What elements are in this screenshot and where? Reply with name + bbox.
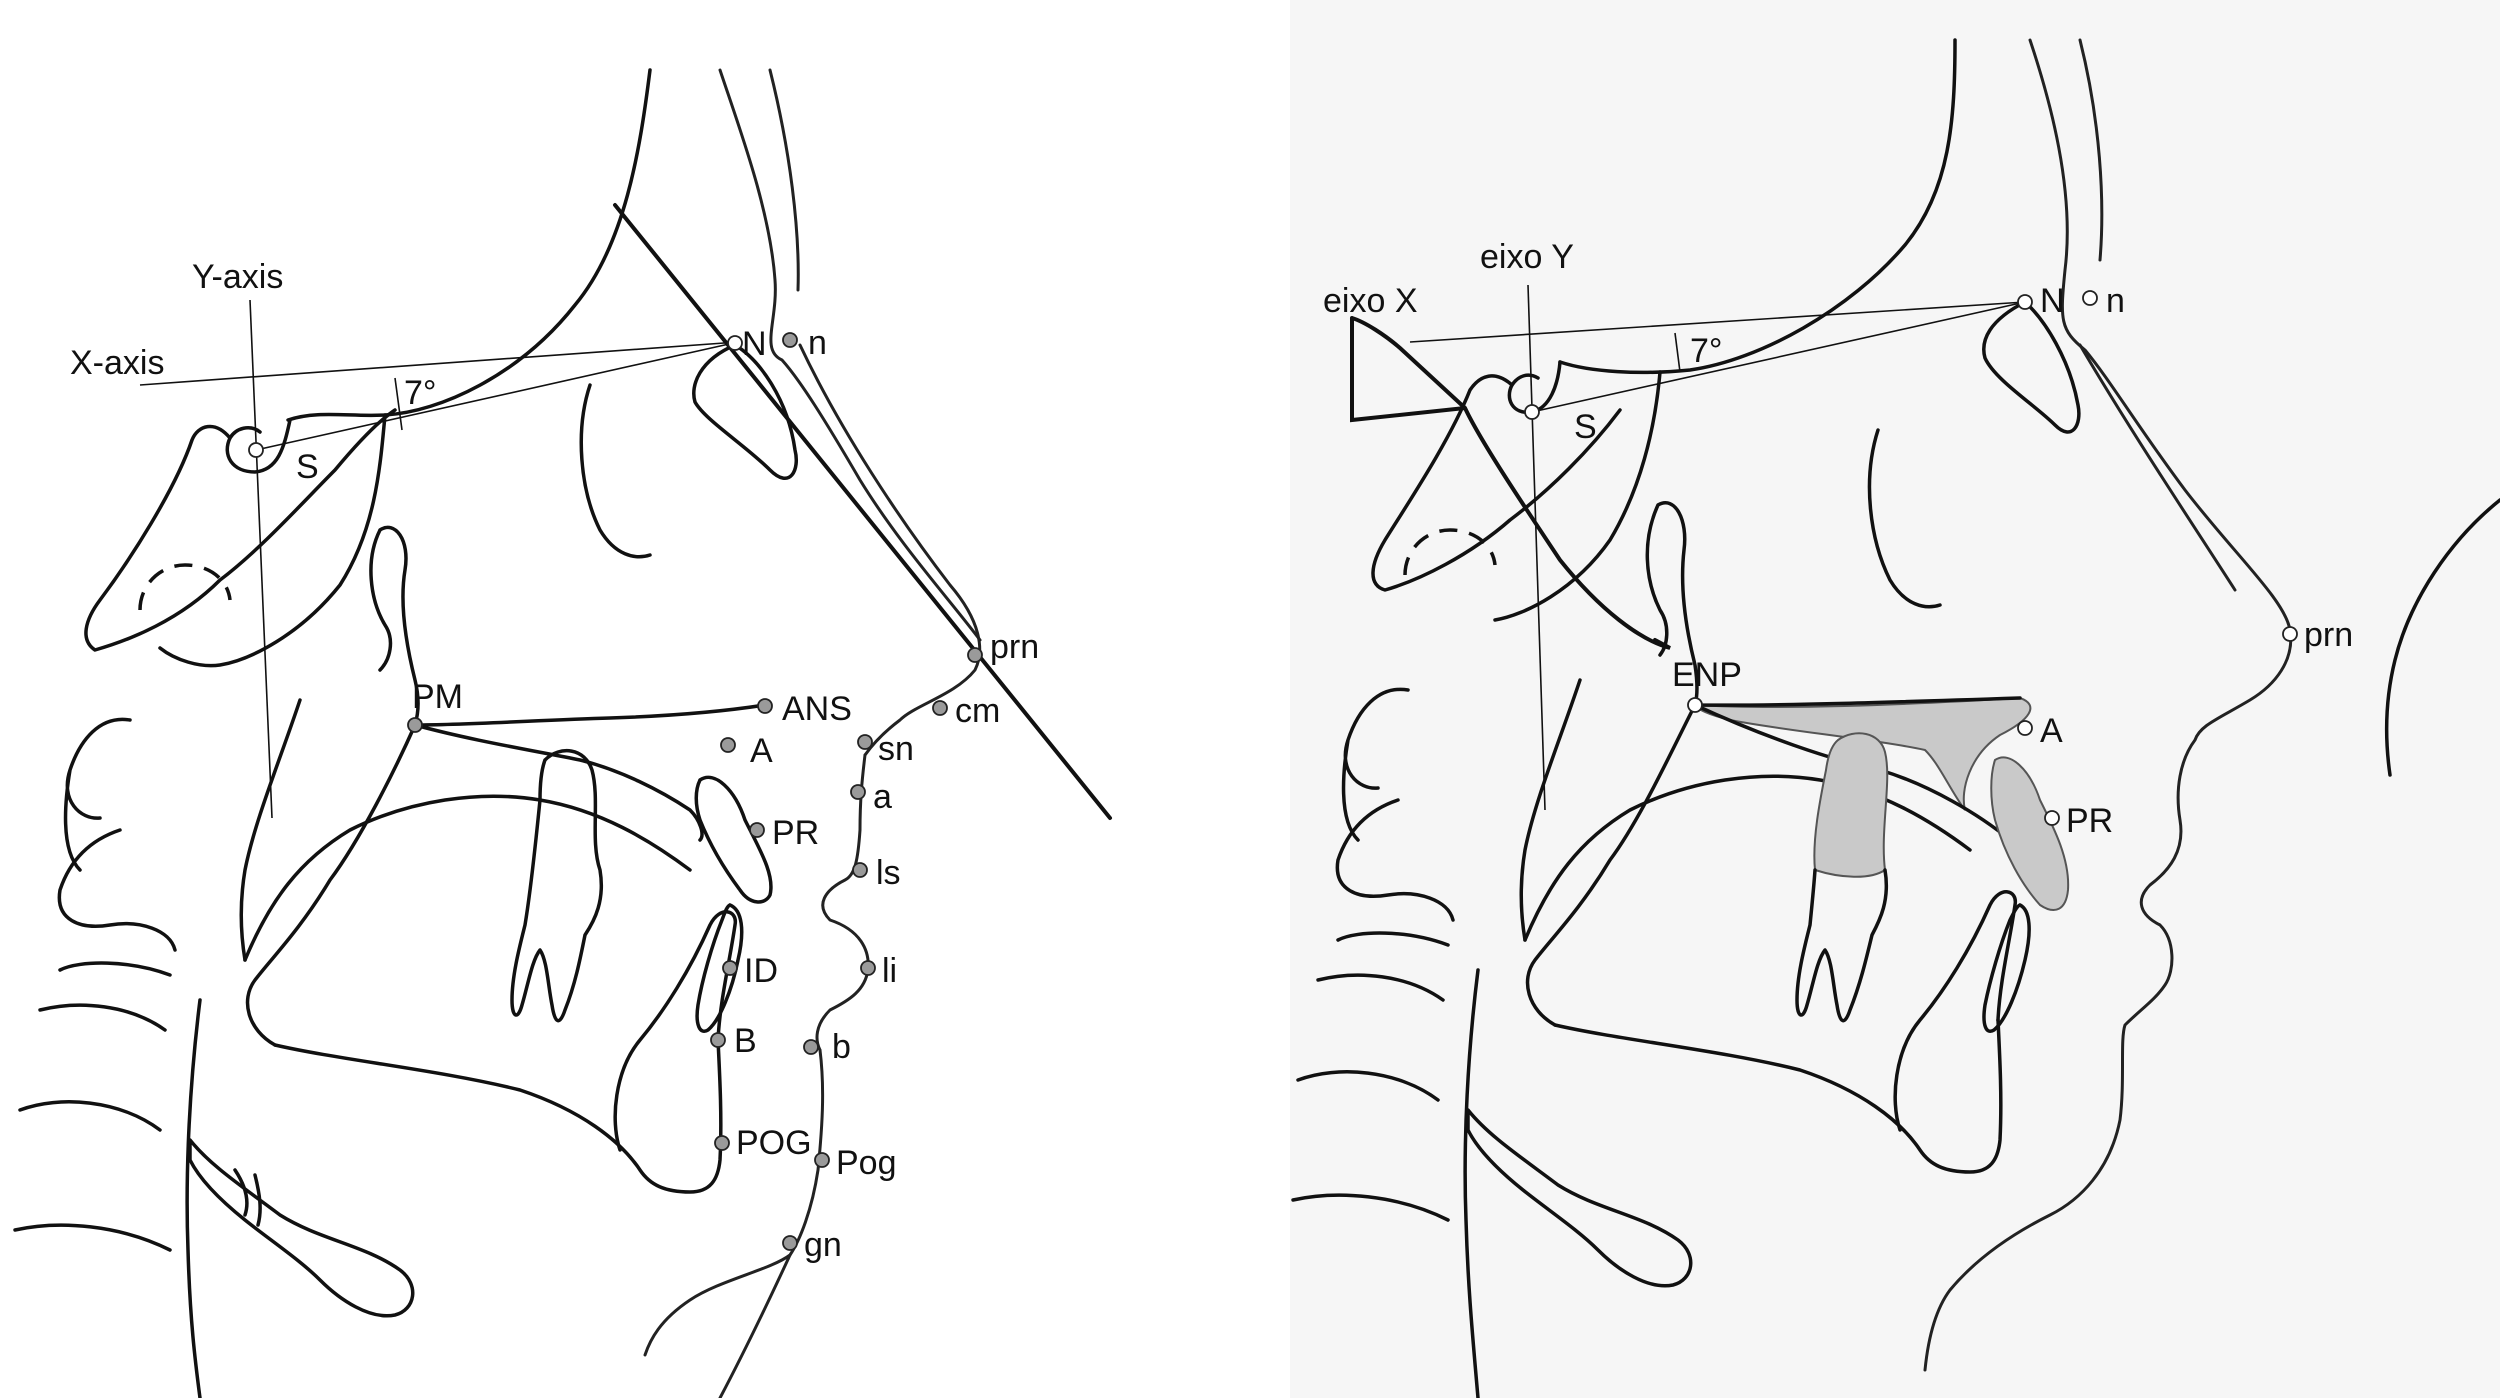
left-frontal-bone-outline (288, 70, 650, 420)
left-point-B (711, 1033, 725, 1047)
left-chin-profile (645, 1050, 823, 1355)
left-label-ID: ID (744, 952, 778, 990)
left-spine-line (187, 1000, 200, 1398)
left-label-ls: ls (876, 854, 901, 892)
left-mandible-inner (245, 796, 690, 960)
left-point-b (804, 1040, 818, 1054)
right-label-n: n (2106, 282, 2125, 320)
left-cephalometric-tracing: Y-axis X-axis 7° S N n prn cm ANS PM A s… (15, 70, 1110, 1398)
left-label-A: A (750, 732, 773, 770)
left-pterygoid (371, 527, 418, 725)
left-molar-tooth (512, 751, 601, 1021)
left-label-sn: sn (878, 730, 914, 768)
left-point-cm (933, 701, 947, 715)
right-label-S: S (1574, 408, 1597, 446)
left-label-gn: gn (804, 1226, 842, 1264)
left-label-b: b (832, 1028, 851, 1066)
left-point-PM (408, 718, 422, 732)
left-label-POG: POG (736, 1124, 812, 1162)
right-y-axis-label: eixo Y (1480, 238, 1574, 276)
right-label-A: A (2040, 712, 2063, 750)
left-point-Pog (815, 1153, 829, 1167)
left-facial-plane-line (615, 205, 1110, 818)
left-orbit-rim (581, 385, 650, 557)
right-point-n (2083, 291, 2097, 305)
right-cephalometric-tracing: eixo Y eixo X 7° S N n prn ENP A PR (1290, 0, 2500, 1398)
left-x-axis-label: X-axis (70, 344, 164, 382)
right-point-ENP (1688, 698, 1702, 712)
right-label-ENP: ENP (1672, 656, 1742, 694)
right-point-PR (2045, 811, 2059, 825)
left-point-li (861, 961, 875, 975)
left-point-PR (750, 823, 764, 837)
right-point-N (2018, 295, 2032, 309)
right-label-N: N (2040, 282, 2065, 320)
right-x-axis-label: eixo X (1323, 282, 1418, 320)
left-point-ID (723, 961, 737, 975)
left-label-B: B (734, 1022, 757, 1060)
left-point-n (783, 333, 797, 347)
left-hyoid (190, 1140, 413, 1316)
left-forehead-inner (770, 70, 798, 290)
left-angle-label: 7° (404, 374, 437, 412)
left-point-POG (715, 1136, 729, 1150)
left-neck-profile (720, 1255, 790, 1398)
left-cervical-vertebrae (15, 719, 175, 1250)
right-point-A (2018, 721, 2032, 735)
left-palatal-plane (415, 705, 765, 725)
left-symphysis (615, 912, 735, 1150)
left-point-N (728, 336, 742, 350)
right-label-PR: PR (2066, 802, 2113, 840)
left-label-PM: PM (412, 678, 463, 716)
left-point-ANS (758, 699, 772, 713)
right-point-S (1525, 405, 1539, 419)
right-label-prn: prn (2304, 616, 2353, 654)
left-x-axis-line (140, 342, 738, 385)
left-label-ANS: ANS (782, 690, 852, 728)
left-upper-incisor (696, 777, 771, 902)
left-point-A (721, 738, 735, 752)
left-sphenoid-outline (86, 410, 395, 650)
left-label-N: N (742, 325, 767, 363)
right-panel-paper (1290, 0, 2500, 1398)
left-point-prn (968, 648, 982, 662)
left-sn-line (256, 342, 738, 450)
left-condyle-dashed (140, 565, 230, 610)
left-mandible-lower-border (275, 1040, 721, 1192)
left-point-ls (853, 863, 867, 877)
left-label-cm: cm (955, 692, 1000, 730)
left-maxilla-lower (415, 725, 702, 840)
left-ramus-back (241, 700, 300, 960)
left-label-a: a (873, 778, 892, 816)
left-point-S (249, 443, 263, 457)
left-label-n: n (808, 324, 827, 362)
left-label-PR: PR (772, 814, 819, 852)
left-label-S: S (296, 448, 319, 486)
right-angle-label: 7° (1690, 332, 1723, 370)
left-point-a (851, 785, 865, 799)
left-point-gn (783, 1236, 797, 1250)
left-angle-arc-line (395, 378, 402, 430)
right-point-prn (2283, 627, 2297, 641)
left-label-Pog: Pog (836, 1144, 897, 1182)
left-point-sn (858, 735, 872, 749)
left-label-li: li (882, 952, 897, 990)
left-y-axis-label: Y-axis (192, 258, 283, 296)
left-y-axis-line (250, 300, 272, 818)
left-label-prn: prn (990, 628, 1039, 666)
